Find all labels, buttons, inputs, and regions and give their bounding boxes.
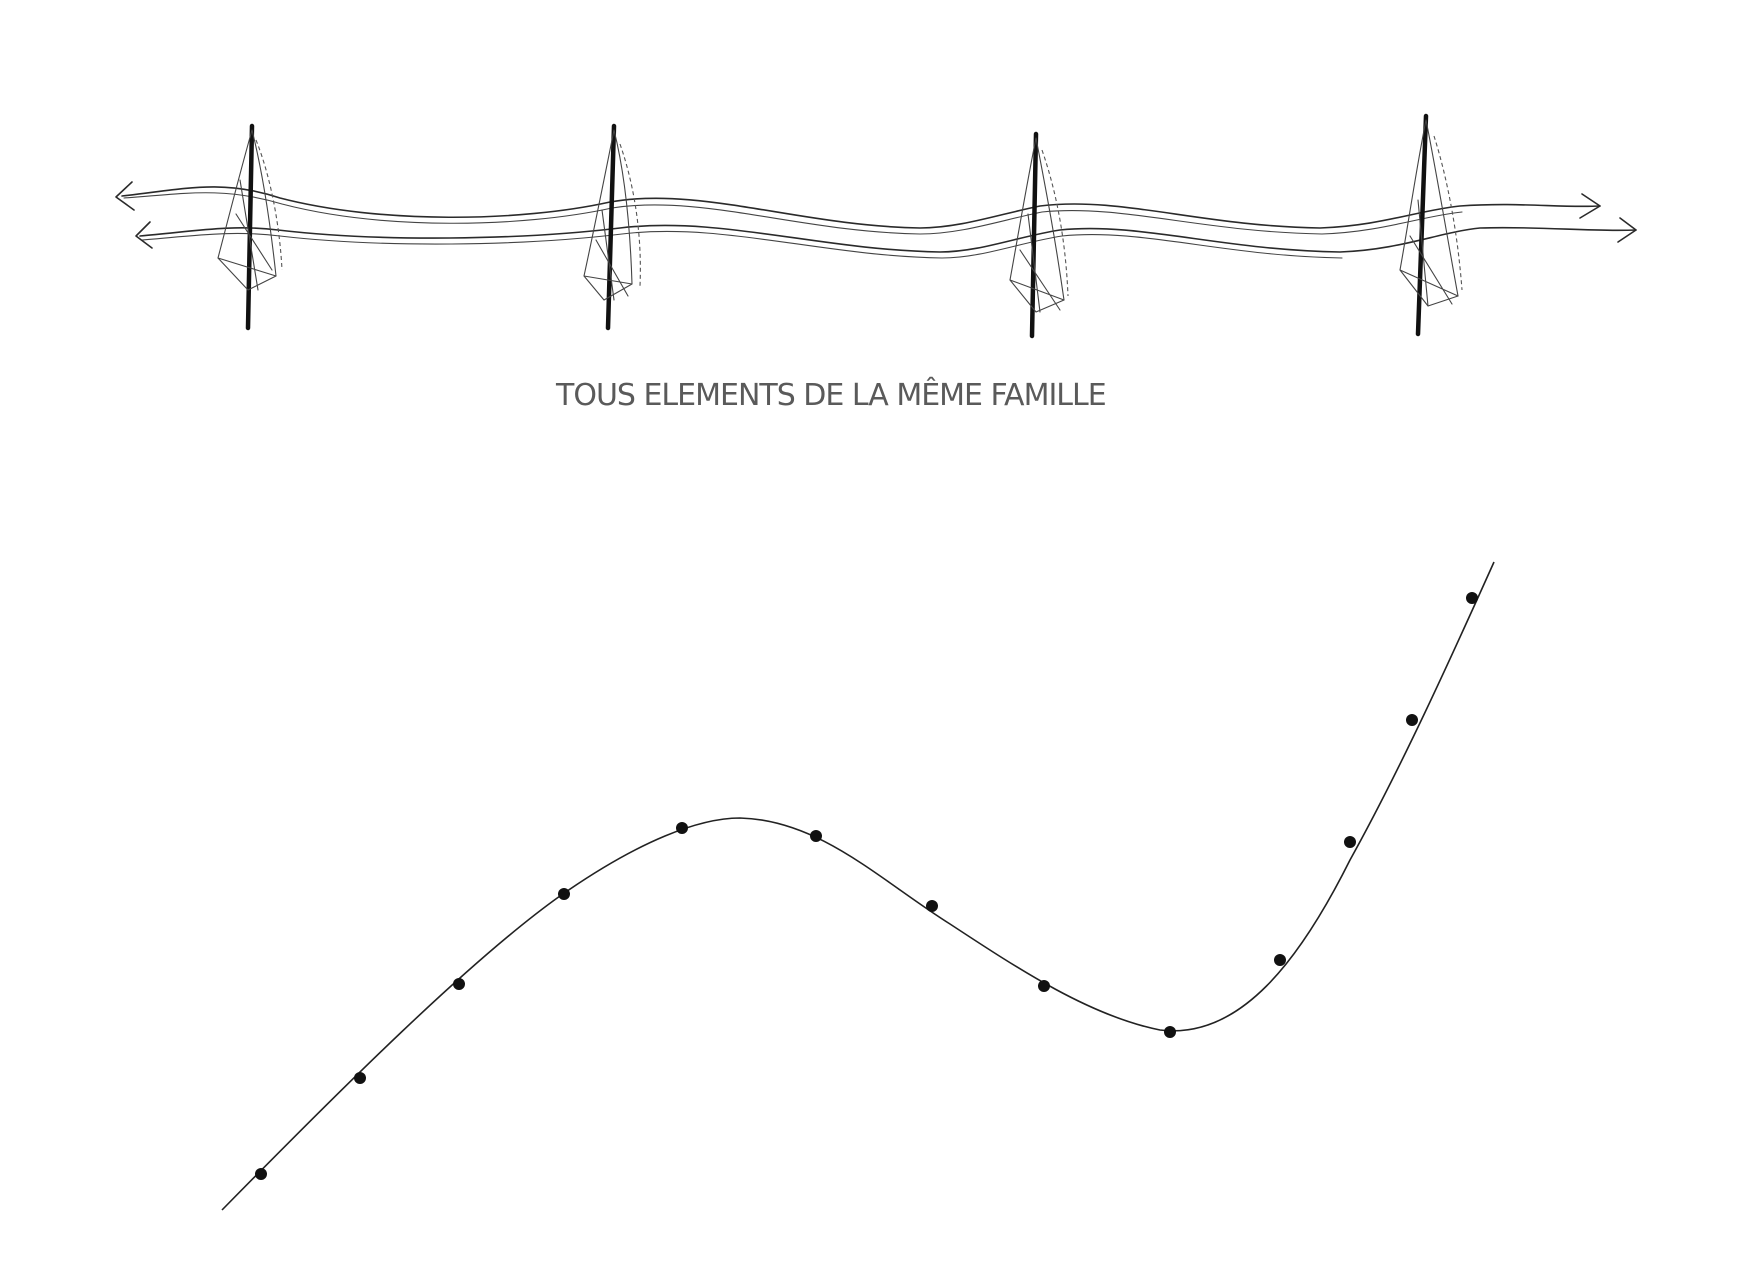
tower-2-brace: [583, 209, 633, 301]
tower-4-mast: [1415, 113, 1429, 337]
tower-2-mast: [605, 123, 617, 331]
family-curve: [221, 561, 1495, 1211]
tower-2-sail: [583, 129, 633, 301]
lower-cable: [139, 224, 1637, 253]
tower-3-sail: [1009, 137, 1065, 313]
tower-3-dash: [1041, 149, 1069, 297]
curve-point-7: [926, 900, 938, 912]
curve-point-13: [1466, 592, 1478, 604]
tower-4-sail: [1399, 119, 1459, 307]
curve-points: [255, 592, 1478, 1180]
left-arrow-lower: [135, 221, 153, 249]
tower-3-brace: [1009, 213, 1065, 313]
right-arrow-upper: [1579, 193, 1601, 219]
tower-1-dash: [255, 139, 283, 271]
curve-point-9: [1164, 1026, 1176, 1038]
curve-point-12: [1406, 714, 1418, 726]
curve-point-1: [255, 1168, 267, 1180]
curve-point-3: [453, 978, 465, 990]
tower-4-brace: [1399, 199, 1459, 307]
cable-group: [115, 181, 1637, 259]
curve-point-2: [354, 1072, 366, 1084]
curve-point-10: [1274, 954, 1286, 966]
tower-4-dash: [1433, 135, 1463, 291]
curve-point-5: [676, 822, 688, 834]
curve-point-8: [1038, 980, 1050, 992]
tower-1: [217, 123, 283, 331]
curve-point-11: [1344, 836, 1356, 848]
lower-cable-echo: [141, 230, 1343, 259]
tower-1-sail: [217, 129, 277, 291]
tower-2-dash: [619, 143, 641, 287]
tower-3-mast: [1029, 131, 1039, 339]
tower-1-mast: [245, 123, 255, 331]
tower-2: [583, 123, 641, 331]
curve-point-6: [810, 830, 822, 842]
upper-cable-echo: [123, 192, 1463, 235]
tower-4: [1399, 113, 1463, 337]
upper-cable: [121, 186, 1601, 229]
caption: TOUS ELEMENTS DE LA MÊME FAMILLE: [556, 378, 1107, 413]
curve-point-4: [558, 888, 570, 900]
right-arrow-lower: [1617, 217, 1637, 243]
tower-3: [1009, 131, 1069, 339]
tower-1-brace: [217, 179, 277, 291]
left-arrow-upper: [115, 181, 135, 211]
